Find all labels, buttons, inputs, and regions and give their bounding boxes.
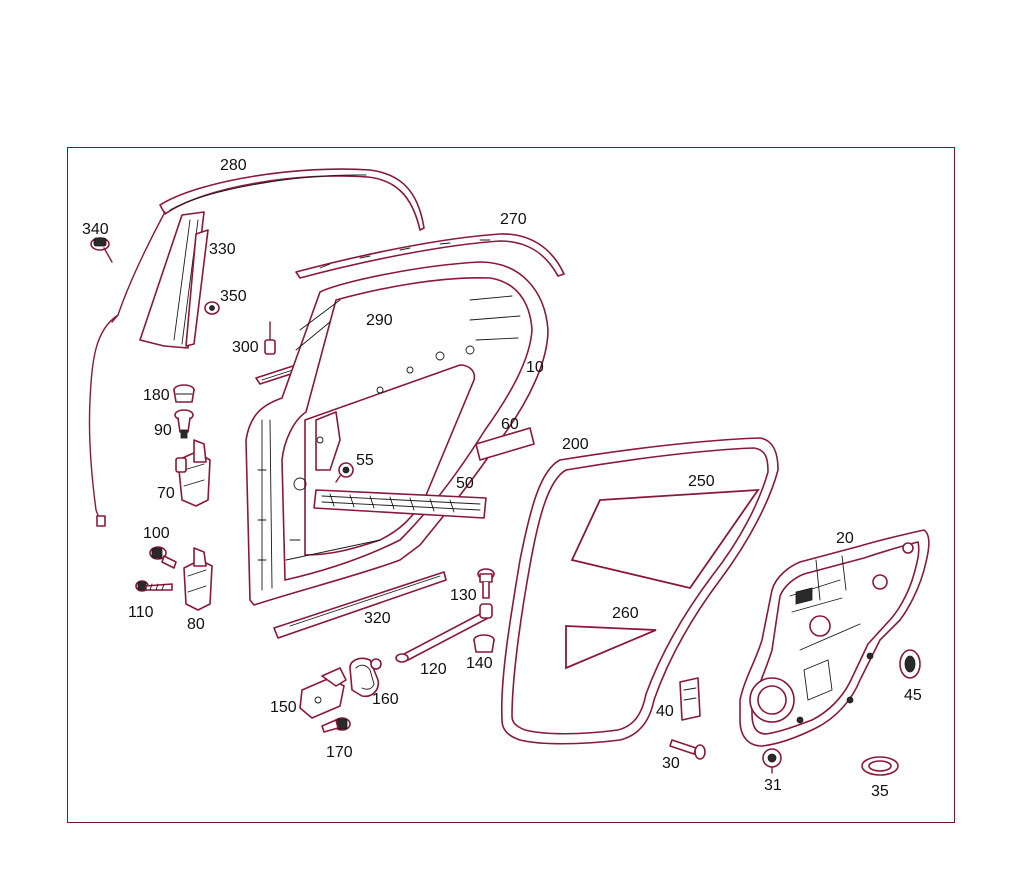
part-150-striker [299, 667, 347, 719]
label-80: 80 [187, 616, 205, 633]
part-55-screw [335, 462, 354, 483]
part-320-sill-strip [273, 571, 447, 639]
part-80-hinge [183, 547, 213, 611]
part-110-screw [135, 580, 173, 592]
part-270-upper-seal [295, 233, 565, 279]
part-20-window-regulator [739, 529, 930, 747]
label-35: 35 [871, 783, 889, 800]
label-40: 40 [656, 703, 674, 720]
part-40-bracket [679, 677, 701, 721]
label-150: 150 [270, 699, 297, 716]
label-60: 60 [501, 416, 519, 433]
label-50: 50 [456, 475, 474, 492]
part-340-bolt [90, 237, 113, 263]
label-200: 200 [562, 436, 589, 453]
part-130-bolt [477, 568, 495, 599]
part-350-clip [204, 301, 220, 315]
label-55: 55 [356, 452, 374, 469]
part-170-bolt [321, 717, 351, 733]
label-260: 260 [612, 605, 639, 622]
part-10-door-shell [245, 261, 549, 606]
part-31-screw [762, 748, 782, 774]
part-35-ring-seal [861, 756, 899, 776]
part-180-stop [173, 384, 195, 403]
label-250: 250 [688, 473, 715, 490]
label-270: 270 [500, 211, 527, 228]
part-280-seal-strip [159, 168, 425, 231]
label-140: 140 [466, 655, 493, 672]
part-250-window-glass [570, 488, 760, 590]
label-130: 130 [450, 587, 477, 604]
diagram-frame [67, 147, 955, 823]
label-170: 170 [326, 744, 353, 761]
label-110: 110 [128, 604, 154, 621]
label-100: 100 [143, 525, 170, 542]
label-31: 31 [764, 777, 782, 794]
label-180: 180 [143, 387, 170, 404]
label-340: 340 [82, 221, 109, 238]
label-320: 320 [364, 610, 391, 627]
label-90: 90 [154, 422, 172, 439]
part-330-window-trim [139, 211, 209, 349]
label-350: 350 [220, 288, 247, 305]
part-90-stop [174, 409, 194, 439]
part-70-hinge [175, 439, 211, 507]
label-280: 280 [220, 157, 247, 174]
label-330: 330 [209, 241, 236, 258]
part-300-pin [264, 321, 276, 355]
label-120: 120 [420, 661, 447, 678]
label-20: 20 [836, 530, 854, 547]
part-60-strip [475, 427, 535, 461]
part-45-grommet [899, 649, 921, 679]
part-120-check-strap [395, 603, 493, 663]
part-200-door-seal [500, 437, 779, 745]
part-260-quarter-glass [565, 625, 657, 670]
part-100-bolt [149, 546, 177, 569]
part-140-grommet [473, 634, 495, 653]
part-160-lock-cover [349, 657, 382, 698]
part-30-bolt [669, 739, 706, 760]
label-160: 160 [372, 691, 399, 708]
label-45: 45 [904, 687, 922, 704]
label-300: 300 [232, 339, 259, 356]
label-10: 10 [526, 359, 544, 376]
label-30: 30 [662, 755, 680, 772]
part-340-cable [88, 211, 166, 527]
label-290: 290 [366, 312, 393, 329]
label-70: 70 [157, 485, 175, 502]
part-50-impact-beam [313, 489, 487, 519]
